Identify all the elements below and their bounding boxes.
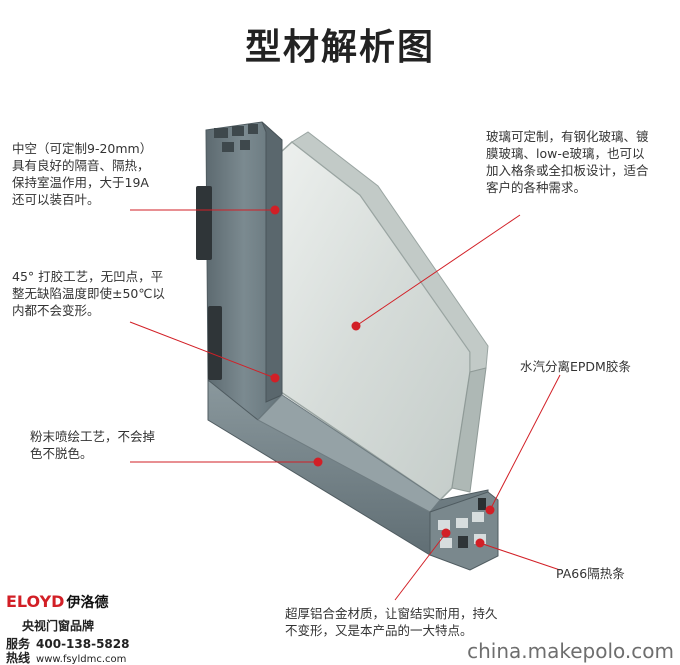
brand-slogan: 央视门窗品牌 [22,619,95,633]
frame-vertical-inner [261,121,283,403]
dot-epdm [485,505,495,515]
section-cavity-1 [438,520,450,530]
annotation-glass: 玻璃可定制，有钢化玻璃、镀 膜玻璃、low-e玻璃，也可以 加入格条或全扣板设计… [486,129,649,195]
frame-cap-block-5 [240,140,250,150]
service-label: 服务 [6,637,31,651]
dot-pa66 [475,538,485,548]
dot-hollow [270,205,280,215]
annotation-hollow: 中空（可定制9-20mm） 具有良好的隔音、隔热， 保持室温作用，大于19A 还… [12,141,153,207]
watermark: china.makepolo.com [467,639,674,663]
section-cavity-4 [440,538,452,548]
hinge-bottom-icon [208,306,222,380]
annotation-powder: 粉末喷绘工艺，不会掉 色不脱色。 [30,429,156,461]
brand-logo-cn: 伊洛德 [66,595,109,611]
annotation-glue: 45° 打胶工艺，无凹点，平 整无缺陷温度即使±50℃以 内都不会变形。 [12,269,165,318]
section-cavity-5 [458,536,468,548]
leader-lines [129,209,561,601]
annotation-epdm: 水汽分离EPDM胶条 [520,359,631,374]
service-phone: 400-138-5828 [36,637,130,651]
leader-pa66 [479,542,561,571]
frame-cap-block-2 [232,126,244,136]
frame-cap-block-4 [222,142,234,152]
frame-bottom-top [257,394,441,513]
brand-hotline-line: 热线 www.fsyldmc.com [6,649,126,665]
hotline-label: 热线 [6,651,31,665]
leader-alloy [394,532,447,601]
annotation-alloy: 超厚铝合金材质，让窗结实耐用，持久 不变形，又是本产品的一大特点。 [285,606,498,638]
brand-logo-letters: ELOYD [6,592,65,611]
leader-glue [129,321,276,379]
hinge-top-icon [196,186,212,260]
dot-powder [313,457,323,467]
leader-dots [270,205,495,548]
dot-glass [351,321,361,331]
dot-glue [270,373,280,383]
dot-alloy [441,528,451,538]
page-title: 型材解析图 [244,26,435,68]
leader-glass [355,214,521,327]
section-cavity-2 [456,518,468,528]
annotation-pa66: PA66隔热条 [556,566,625,581]
section-cavity-3 [472,512,484,522]
glass-edge-right [451,367,487,493]
frame-cap-block-3 [248,124,258,134]
frame-cap-block-1 [214,128,228,138]
section-gasket [478,498,486,510]
brand-service-line: 服务 400-138-5828 [6,635,129,652]
frame-cross-section [429,491,499,571]
brand-website: www.fsyldmc.com [36,654,127,665]
leader-epdm [489,374,561,511]
